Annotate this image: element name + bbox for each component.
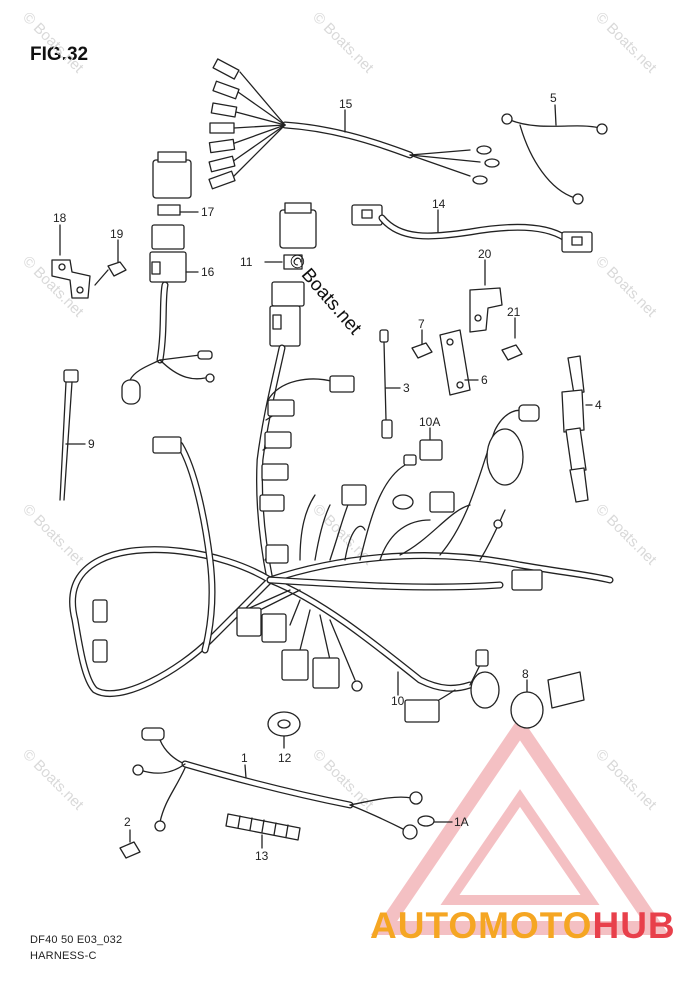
- part-9-cable-tie: 9: [59, 369, 95, 501]
- callout-19: 19: [110, 227, 124, 241]
- part-10-main-harness: 10: [69, 344, 614, 723]
- part-10a-connector: 10A: [419, 415, 443, 461]
- callout-3: 3: [403, 381, 410, 395]
- watermark-text: © Boats.net: [309, 9, 377, 77]
- callout-6: 6: [481, 373, 488, 387]
- figure-title: FIG.32: [30, 44, 89, 65]
- part-18-bracket: 18: [51, 211, 91, 299]
- figure-name: HARNESS-C: [30, 950, 97, 962]
- part-3-rod: 3: [379, 329, 410, 439]
- callout-18: 18: [53, 211, 67, 225]
- part-1a-nut: 1A: [417, 815, 469, 829]
- brand-text-part1: AUTOMOTO: [370, 905, 593, 946]
- part-1-cable: 1: [132, 727, 423, 840]
- part-6-strap: 6: [439, 329, 488, 396]
- part-12-grommet: 12: [267, 711, 301, 765]
- watermark-text: © Boats.net: [592, 253, 660, 321]
- watermark-text: © Boats.net: [592, 501, 660, 569]
- watermark-text: © Boats.net: [592, 746, 660, 814]
- callout-5: 5: [550, 91, 557, 105]
- part-21-bolt: 21: [501, 305, 523, 361]
- callout-12: 12: [278, 751, 292, 765]
- callout-21: 21: [507, 305, 521, 319]
- callout-7: 7: [418, 317, 425, 331]
- callout-13: 13: [255, 849, 269, 863]
- part-5-ground-wire: 5: [501, 91, 608, 205]
- callout-1: 1: [241, 751, 248, 765]
- part-20-bracket: 20: [469, 247, 503, 333]
- part-16-relay-assembly: 17 16: [121, 151, 215, 405]
- callout-17: 17: [201, 205, 215, 219]
- callout-15: 15: [339, 97, 353, 111]
- part-2-bolt: 2: [119, 815, 141, 859]
- watermark-text: © Boats.net: [19, 746, 87, 814]
- figure-code: DF40 50 E03_032: [30, 934, 123, 946]
- part-8-cap: 8: [510, 667, 585, 729]
- callout-2: 2: [124, 815, 131, 829]
- callout-10a: 10A: [419, 415, 440, 429]
- watermark-text: © Boats.net: [19, 501, 87, 569]
- part-14-extension-wire: 14: [351, 197, 593, 253]
- brand-logo-text: AUTOMOTOHUB: [370, 905, 676, 947]
- watermark-text: © Boats.net: [19, 9, 87, 77]
- part-4-clamp: 4: [561, 355, 602, 503]
- callout-10: 10: [391, 694, 405, 708]
- callout-4: 4: [595, 398, 602, 412]
- callout-1a: 1A: [454, 815, 469, 829]
- part-11-relay: 11: [240, 202, 317, 347]
- callout-9: 9: [88, 437, 95, 451]
- callout-11: 11: [240, 255, 253, 269]
- callout-8: 8: [522, 667, 529, 681]
- callout-16: 16: [201, 265, 215, 279]
- part-13-sleeve: 13: [225, 813, 301, 863]
- part-15-harness: 15: [208, 58, 500, 190]
- brand-text-part2: HUB: [592, 905, 676, 946]
- part-19-bolt: 19: [94, 227, 127, 286]
- part-7-bolt: 7: [411, 317, 433, 359]
- callout-14: 14: [432, 197, 446, 211]
- callout-20: 20: [478, 247, 492, 261]
- brand-triangle-logo: [370, 715, 670, 935]
- watermark-text: © Boats.net: [592, 9, 660, 77]
